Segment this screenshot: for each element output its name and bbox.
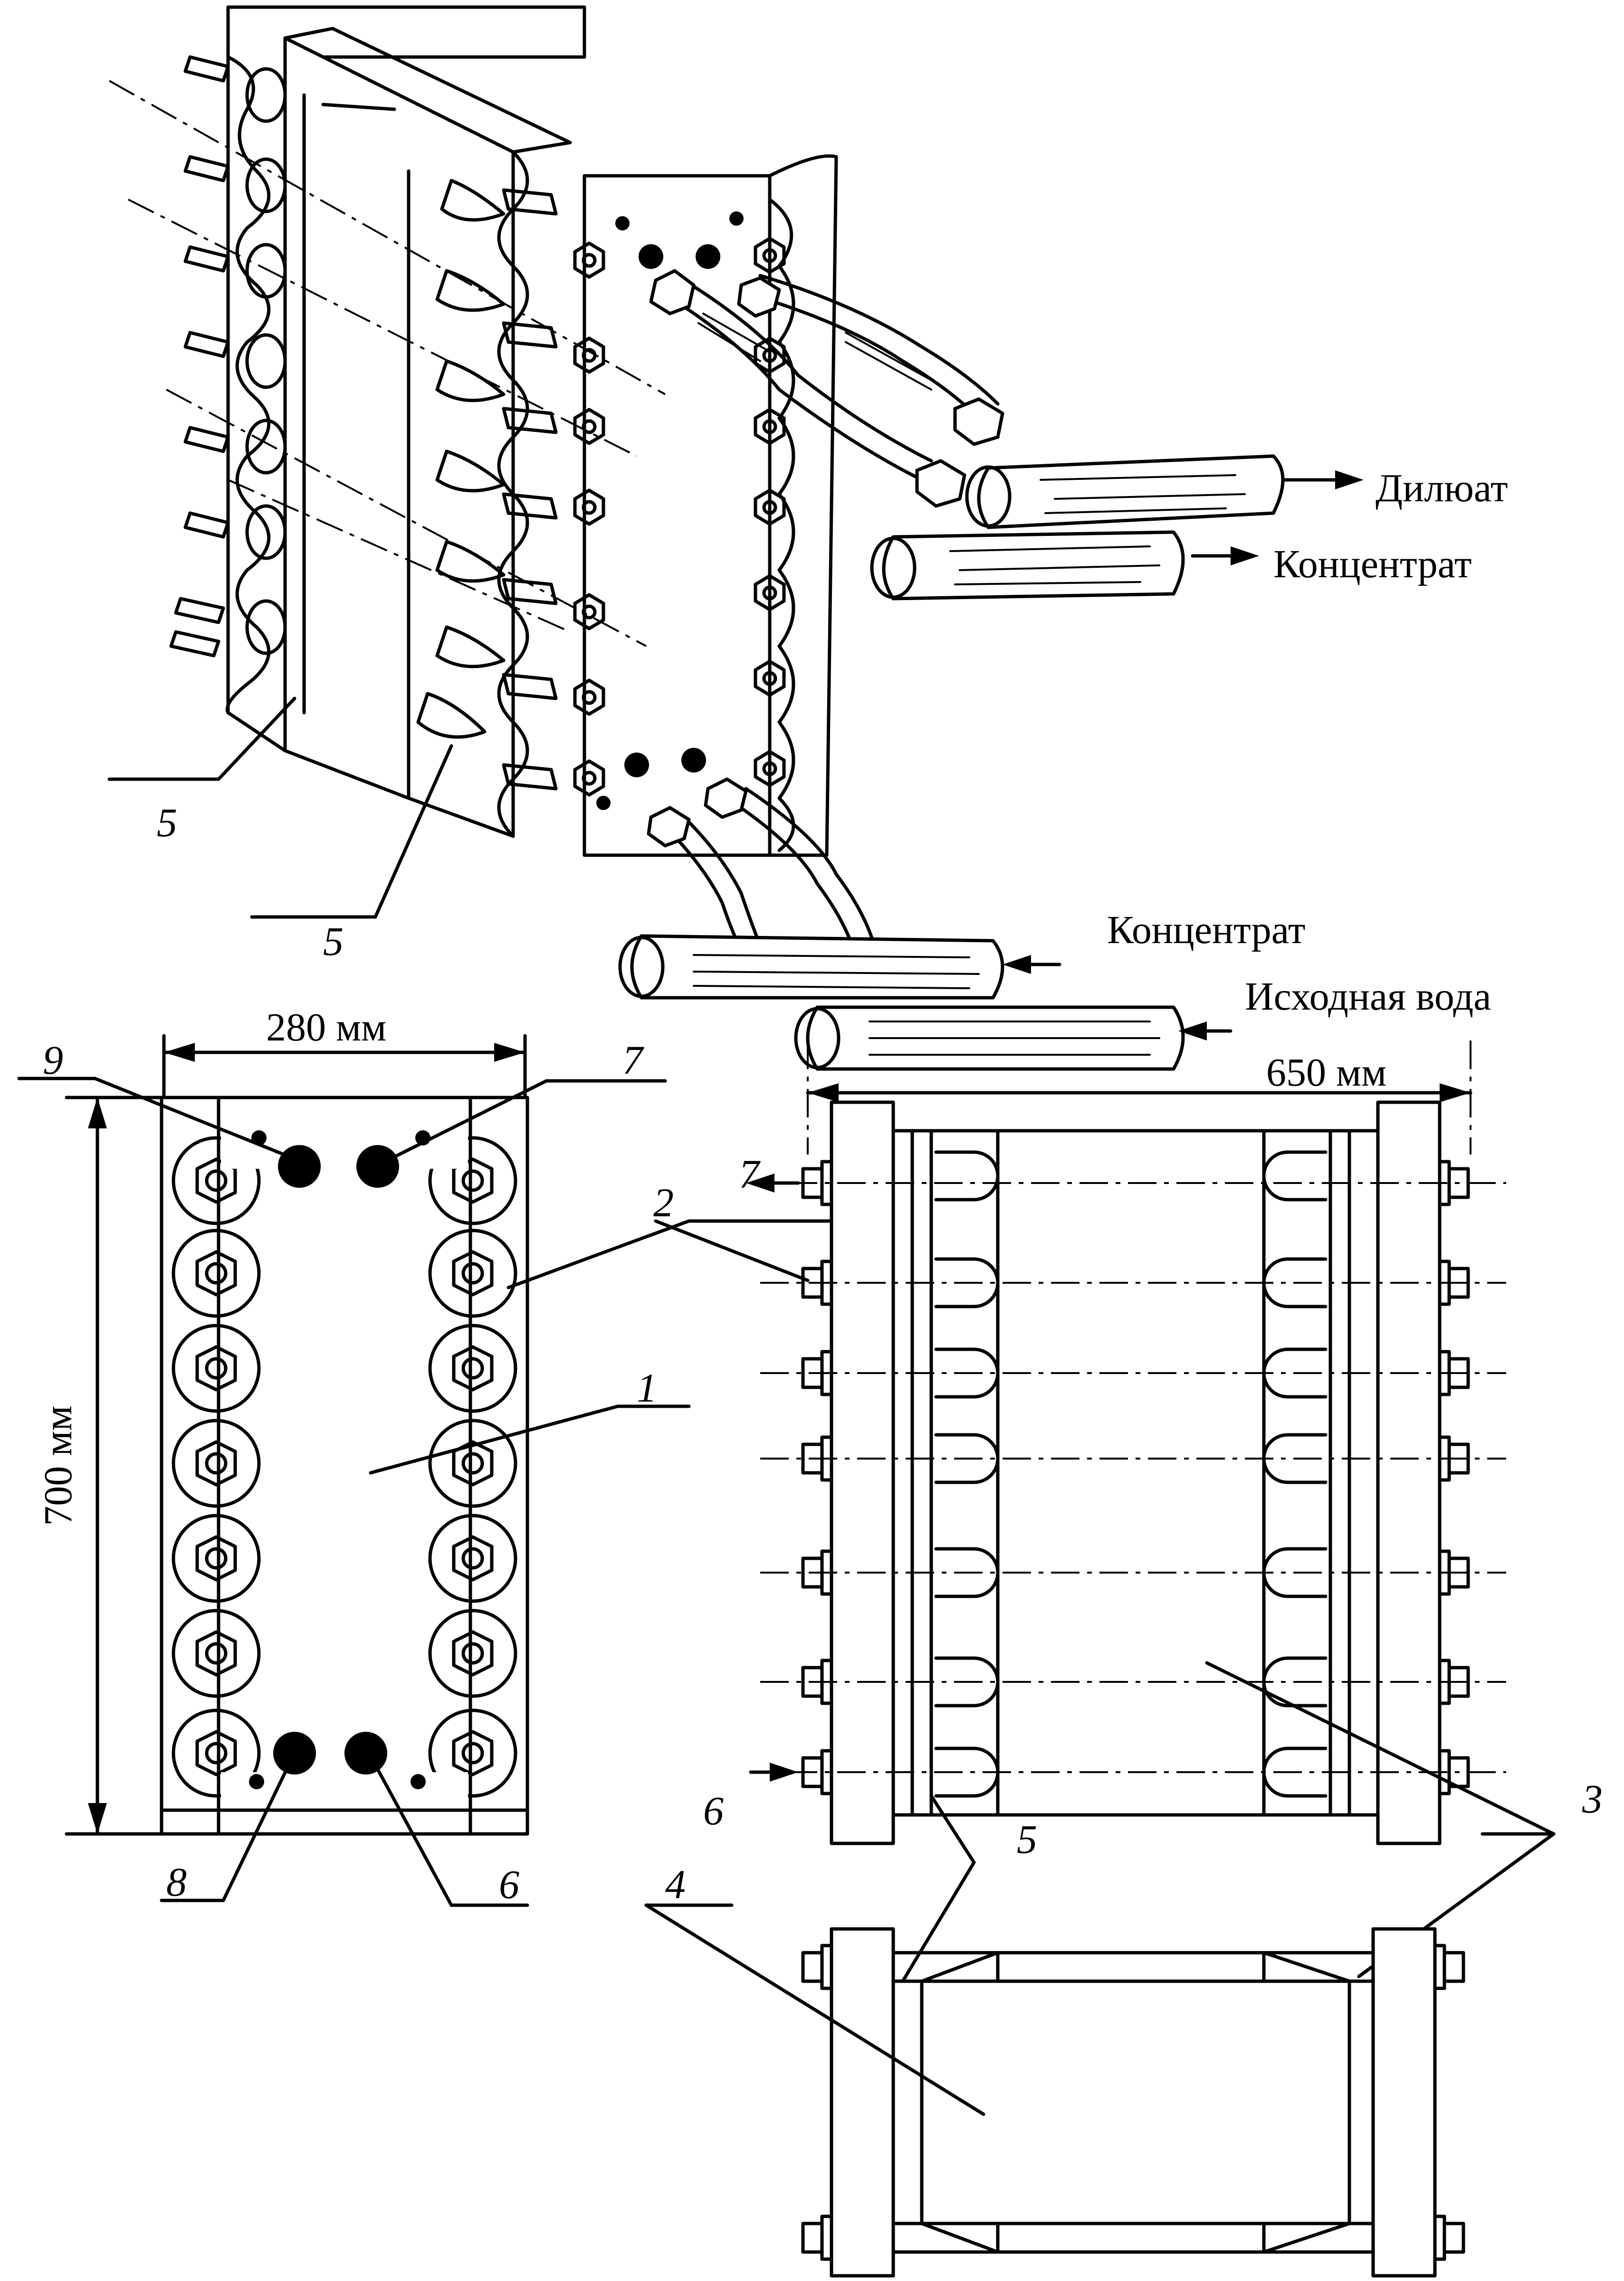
flow-arrows — [1003, 470, 1364, 1040]
rod-nuts — [801, 1160, 1470, 1795]
top-view-right-plate — [1371, 1927, 1437, 2278]
callout-5c: 5 — [1017, 1816, 1037, 1862]
top-view-nuts — [801, 1944, 1465, 2261]
top-view-left-plate — [830, 1927, 895, 2278]
callout-1: 1 — [637, 1365, 657, 1411]
callout-2: 2 — [653, 1180, 674, 1225]
upper-hoses — [649, 269, 1004, 508]
label-diluate: Дилюат — [1376, 466, 1508, 510]
left-scallop-frame — [225, 55, 271, 715]
plate-front-view — [17, 1034, 838, 1907]
callout-7a: 7 — [622, 1037, 644, 1083]
isometric-view — [107, 5, 1364, 1071]
membrane-stack — [283, 36, 515, 838]
slotted-frames — [934, 1150, 1328, 1798]
callout-5a: 5 — [157, 800, 177, 845]
front-plate-bolts — [573, 237, 786, 797]
callout-4: 4 — [665, 1861, 686, 1907]
callout-5b: 5 — [323, 918, 344, 964]
plate-bolts-left — [172, 1136, 517, 1798]
plate-ports — [249, 1130, 430, 1789]
outlet-pipes — [870, 454, 1285, 601]
isometric-axes — [109, 80, 666, 647]
tie-rods — [760, 1182, 1506, 1773]
left-lugs — [169, 55, 230, 658]
near-tabs — [502, 188, 558, 791]
text-labels: Дилюат Концентрат Концентрат Исходная во… — [36, 466, 1603, 1907]
callout-6a: 6 — [703, 1788, 724, 1833]
leader-5a — [217, 697, 296, 781]
left-end-plate — [830, 1100, 895, 1845]
front-plate-ports — [596, 211, 744, 810]
right-end-plate — [1376, 1100, 1442, 1845]
callout-8: 8 — [166, 1859, 187, 1905]
callout-6b: 6 — [499, 1861, 519, 1907]
dim-280: 280 мм — [266, 1005, 386, 1050]
electrode-plate — [160, 1096, 529, 1836]
stack-top-view — [644, 1903, 1465, 2278]
leader-5b — [373, 744, 453, 919]
callout-7b: 7 — [739, 1151, 761, 1197]
plate-nuts — [195, 1157, 494, 1776]
dim-650: 650 мм — [1266, 1050, 1386, 1095]
label-concentrate-in: Концентрат — [1107, 908, 1306, 952]
inlet-pipes — [618, 934, 1185, 1071]
leader-4 — [644, 1903, 985, 2116]
dim-700: 700 мм — [36, 1405, 80, 1526]
label-feed-water: Исходная вода — [1245, 974, 1491, 1019]
label-concentrate-out: Концентрат — [1273, 542, 1472, 586]
callout-3: 3 — [1582, 1776, 1603, 1822]
callout-9: 9 — [43, 1037, 63, 1083]
stack-side-view — [654, 1040, 1556, 1983]
